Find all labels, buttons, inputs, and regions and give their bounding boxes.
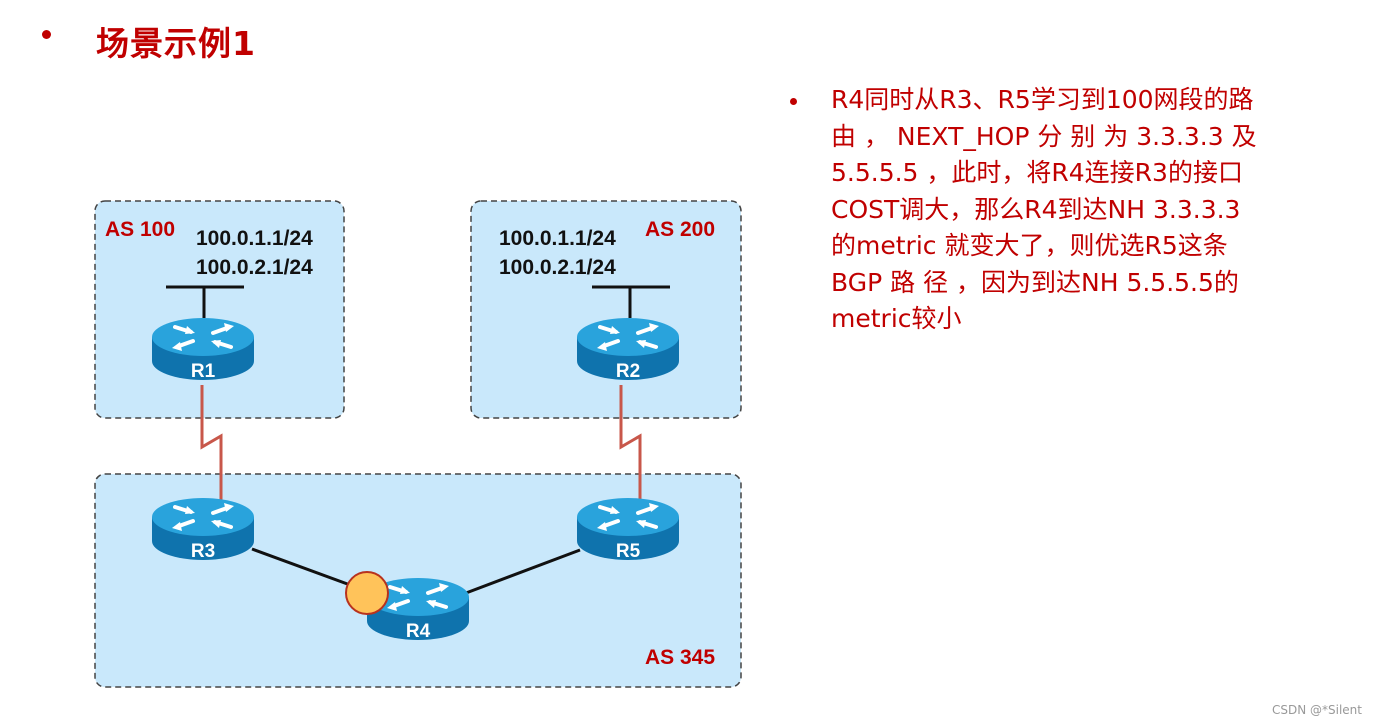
as-345-label: AS 345 bbox=[645, 646, 715, 669]
lan-segment-r1 bbox=[166, 285, 244, 318]
lan-segment-r2 bbox=[592, 285, 670, 318]
router-label-r4: R4 bbox=[406, 621, 431, 642]
description-text: R4同时从R3、R5学习到100网段的路 由 ， NEXT_HOP 分 别 为 … bbox=[831, 82, 1351, 338]
as-100-prefix-1: 100.0.1.1/24 bbox=[196, 227, 313, 250]
as-200-prefix-1: 100.0.1.1/24 bbox=[499, 227, 616, 250]
title-bullet bbox=[42, 30, 51, 39]
router-r2[interactable] bbox=[577, 318, 679, 380]
description-line: 5.5.5.5 ，此时，将R4连接R3的接口 bbox=[831, 158, 1243, 187]
router-top bbox=[152, 318, 254, 356]
router-label-r3: R3 bbox=[191, 541, 215, 562]
link-r4-r5 bbox=[465, 548, 581, 595]
router-arrows-icon bbox=[172, 503, 234, 531]
router-r1[interactable] bbox=[152, 318, 254, 380]
router-r4[interactable] bbox=[367, 578, 469, 640]
description-line: R4同时从R3、R5学习到100网段的路 bbox=[831, 85, 1254, 114]
highlighted-interface-r4-r3 bbox=[345, 571, 389, 615]
router-arrows-icon bbox=[597, 503, 659, 531]
router-arrows-icon bbox=[387, 583, 449, 611]
router-r3[interactable] bbox=[152, 498, 254, 560]
router-top bbox=[577, 318, 679, 356]
description-line: COST调大，那么R4到达NH 3.3.3.3 bbox=[831, 194, 1241, 224]
router-arrows-icon bbox=[597, 323, 659, 351]
description-line: 的metric 就变大了，则优选R5这条 bbox=[831, 231, 1228, 260]
description-bullet bbox=[790, 98, 797, 105]
as-100-label: AS 100 bbox=[105, 218, 175, 241]
router-label-r2: R2 bbox=[616, 361, 640, 382]
description-line: BGP 路 径 ，因为到达NH 5.5.5.5的 bbox=[831, 267, 1239, 297]
description-line: metric较小 bbox=[831, 304, 962, 333]
serial-link-r1-r3 bbox=[200, 385, 223, 501]
watermark: CSDN @*Silent bbox=[1271, 703, 1362, 717]
description-line: 由 ， NEXT_HOP 分 别 为 3.3.3.3 及 bbox=[831, 121, 1257, 151]
router-arrows-icon bbox=[172, 323, 234, 351]
as-200-label: AS 200 bbox=[645, 218, 715, 241]
router-label-r1: R1 bbox=[191, 361, 216, 382]
serial-link-r2-r5 bbox=[619, 385, 642, 501]
slide-title: 场景示例1 bbox=[96, 24, 256, 63]
router-top bbox=[577, 498, 679, 536]
router-r5[interactable] bbox=[577, 498, 679, 560]
router-label-r5: R5 bbox=[616, 541, 641, 562]
as-200-prefix-2: 100.0.2.1/24 bbox=[499, 256, 616, 279]
router-top bbox=[152, 498, 254, 536]
as-100-prefix-2: 100.0.2.1/24 bbox=[196, 256, 313, 279]
